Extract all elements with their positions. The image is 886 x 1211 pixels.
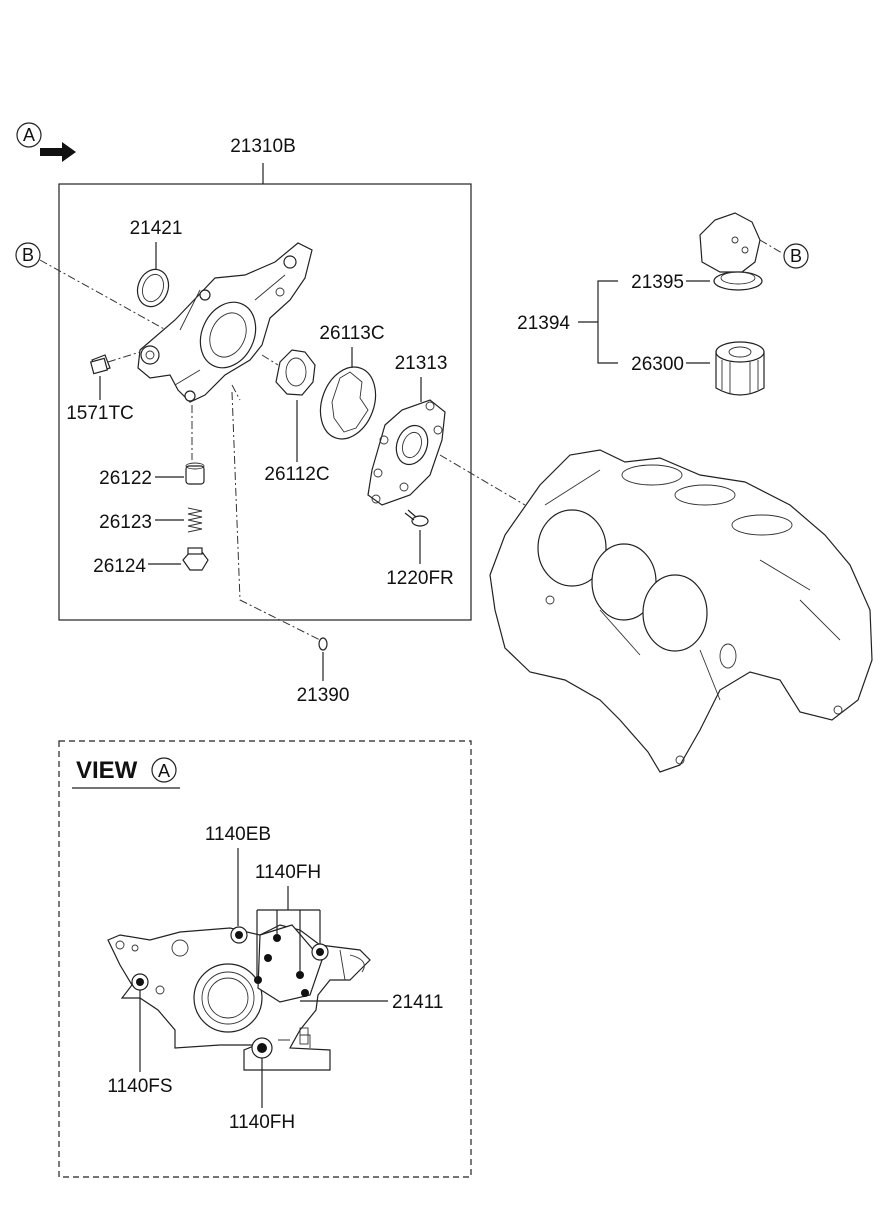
label-o-ring: 21390 <box>297 685 350 706</box>
pump-case-part <box>107 924 371 1071</box>
label-bolt-fh-top: 1140FH <box>255 862 321 883</box>
label-filter-bracket: 21395 <box>631 272 684 293</box>
o-ring-part <box>318 637 328 651</box>
label-filter-cartridge: 26300 <box>631 354 684 375</box>
label-relief-plug: 26124 <box>93 556 146 577</box>
label-assembly: 21310B <box>230 136 296 157</box>
label-bolt-fs: 1140FS <box>107 1076 172 1097</box>
cover-screw-part <box>404 509 429 527</box>
label-bolt-eb: 1140EB <box>205 824 271 845</box>
pump-cover-part <box>367 399 446 506</box>
inner-rotor-part <box>275 349 316 396</box>
relief-plunger-part <box>185 462 205 485</box>
view-a-frame <box>58 740 472 1178</box>
view-a-callout[interactable]: A <box>16 122 76 162</box>
outer-rotor-part <box>319 366 377 440</box>
view-direction-arrow-icon <box>40 142 76 162</box>
label-pump-case: 21411 <box>392 992 443 1013</box>
oil-seal-part <box>136 268 170 308</box>
oil-pump-housing-part <box>137 242 313 403</box>
view-b-callout-right[interactable]: B <box>783 243 809 269</box>
view-b-letter-right: B <box>790 246 802 266</box>
label-cover-screw: 1220FR <box>386 568 454 589</box>
relief-spring-part <box>187 507 203 533</box>
plug-part <box>89 354 111 375</box>
engine-block-part <box>489 449 873 773</box>
filter-cartridge-part <box>715 341 765 396</box>
view-a-title: VIEW <box>76 757 138 784</box>
view-b-letter-left: B <box>22 245 34 265</box>
assembly-frame <box>58 183 472 621</box>
label-filter-assembly: 21394 <box>517 313 570 334</box>
relief-plug-part <box>182 547 209 571</box>
view-a-letter: A <box>23 125 35 145</box>
label-relief-plunger: 26122 <box>99 468 152 489</box>
label-relief-spring: 26123 <box>99 512 152 533</box>
bolt-marks <box>131 926 329 1059</box>
label-outer-rotor: 26113C <box>319 323 384 344</box>
filter-bracket-part <box>699 212 763 291</box>
label-seal: 21421 <box>130 218 183 239</box>
label-bolt-fh-bottom: 1140FH <box>229 1112 295 1133</box>
label-pump-cover: 21313 <box>395 353 448 374</box>
label-plug: 1571TC <box>66 403 134 424</box>
label-inner-rotor: 26112C <box>264 464 329 485</box>
view-a-title-letter: A <box>158 761 170 781</box>
view-b-callout-left[interactable]: B <box>15 242 41 268</box>
